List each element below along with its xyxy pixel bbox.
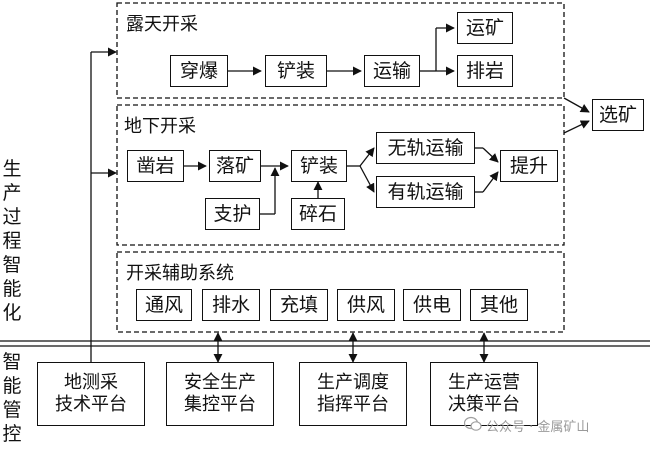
watermark-text: 公众号 · 金属矿山: [486, 420, 590, 435]
arrow-open-pit-to-processing: [563, 97, 590, 113]
underground-load-box: 铲装: [291, 150, 347, 182]
hoist-box: 提升: [500, 150, 558, 182]
open-pit-frame: [116, 2, 565, 99]
arrow-trackless-to-hoist: [482, 147, 499, 163]
geology-mining-platform: 地测采 技术平台: [37, 362, 145, 426]
waste-dump-box: 排岩: [457, 55, 513, 87]
arrow-tracked-to-hoist: [482, 171, 499, 193]
trackless-transport-box: 无轨运输: [376, 132, 475, 164]
dispatch-command-platform: 生产调度 指挥平台: [299, 362, 407, 426]
ore-haul-box: 运矿: [457, 12, 513, 44]
open-pit-transport-box: 运输: [364, 55, 420, 87]
aux-other: 其他: [470, 289, 528, 321]
rock-drill-box: 凿岩: [127, 150, 184, 182]
wechat-icon: [464, 416, 482, 431]
aux-air-supply: 供风: [337, 289, 395, 321]
underground-title: 地下开采: [124, 116, 196, 137]
support-box: 支护: [205, 198, 260, 230]
ore-drop-box: 落矿: [209, 150, 261, 182]
drill-blast-box: 穿爆: [170, 55, 228, 87]
arrow-to-tracked: [359, 165, 375, 193]
aux-power-supply: 供电: [403, 289, 461, 321]
management-layer-label: 智 能 管 控: [2, 351, 22, 445]
open-pit-title: 露天开采: [126, 14, 198, 35]
arrow-underground-to-processing: [563, 120, 590, 134]
tracked-transport-box: 有轨运输: [376, 176, 475, 208]
safety-control-platform: 安全生产 集控平台: [166, 362, 274, 426]
crush-box: 碎石: [291, 198, 345, 230]
arrow-to-trackless: [359, 147, 375, 167]
underground-frame: [116, 104, 565, 246]
production-layer-label: 生 产 过 程 智 能 化: [2, 158, 22, 324]
aux-drainage: 排水: [202, 289, 260, 321]
processing-box: 选矿: [592, 99, 644, 131]
aux-backfill: 充填: [270, 289, 328, 321]
aux-ventilation: 通风: [136, 289, 192, 321]
open-pit-load-box: 铲装: [265, 55, 327, 87]
auxiliary-title: 开采辅助系统: [126, 263, 234, 284]
operation-decision-platform: 生产运营 决策平台: [430, 362, 538, 426]
